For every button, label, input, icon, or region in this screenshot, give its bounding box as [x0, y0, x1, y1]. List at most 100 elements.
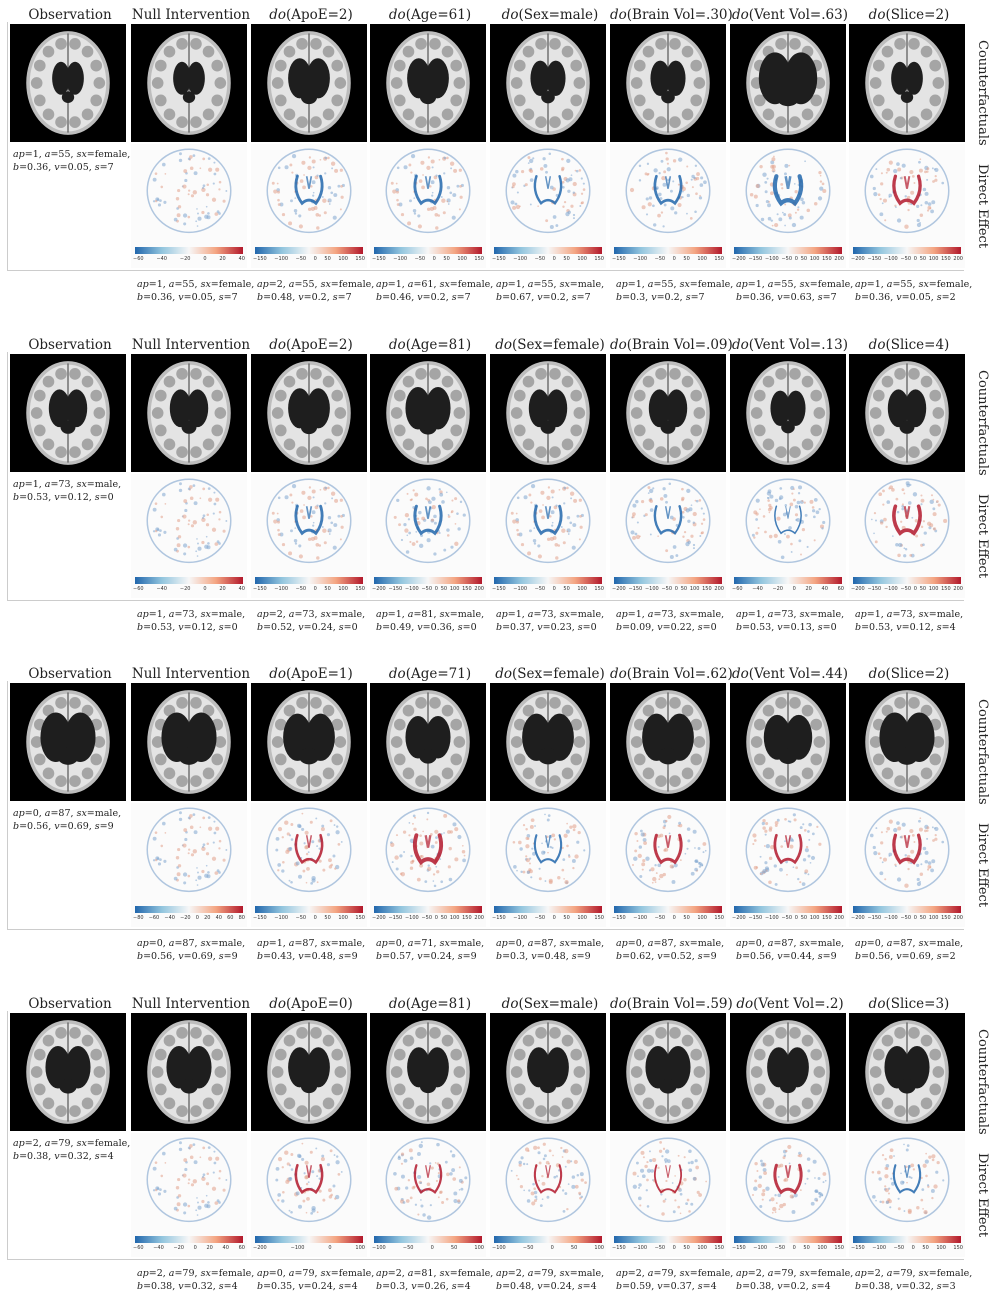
colorbar-tick-label: 0 [913, 915, 917, 921]
attribute-line: ap=1, a=55, sx=female, [855, 279, 973, 290]
colorbar-tick-label: −200 [372, 915, 386, 921]
colorbar-tick-label: 50 [563, 586, 570, 592]
intervention-label: (Brain Vol=.30) [626, 7, 733, 23]
brain-mri-slice [26, 690, 110, 794]
attribute-line: b=0.56, v=0.69, s=9 [13, 821, 114, 832]
counterfactual-attributes: ap=2, a=79, sx=female,b=0.38, v=0.32, s=… [855, 1267, 972, 1293]
colorbar-tick-label: 0 [313, 586, 317, 592]
colorbar-tick-label: −100 [872, 1245, 887, 1251]
colorbar-tick-label: −200 [851, 915, 865, 921]
colorbar-tick-label: −150 [253, 586, 267, 592]
colorbar-tick-label: −150 [867, 915, 882, 921]
do-operator: do [269, 996, 286, 1012]
do-operator: do [501, 7, 519, 23]
attribute-line: ap=2, a=79, sx=female, [13, 1138, 131, 1149]
colorbar-tick-label: 40 [222, 1245, 229, 1251]
row-label-direct-effect: Direct Effect [975, 1153, 990, 1238]
brain-mri-slice [626, 690, 710, 794]
attribute-line: b=0.53, v=0.12, s=4 [855, 622, 956, 633]
colorbar-tick-label: −150 [492, 586, 506, 592]
header-intervention: do(ApoE=1) [251, 663, 371, 685]
colorbar-tick-label: −150 [492, 256, 506, 262]
brain-mri-slice [386, 31, 470, 135]
intervention-label: (Vent Vol=.13) [748, 337, 848, 353]
counterfactual-image [730, 354, 846, 472]
colorbar-tick-label: −60 [133, 256, 144, 262]
colorbar [135, 577, 243, 584]
colorbar-tick-label: 0 [434, 915, 438, 921]
colorbar-tick-label: −100 [393, 256, 408, 262]
colorbar-tick-label: 150 [355, 256, 365, 262]
brain-mri-slice [147, 690, 231, 794]
attribute-line: b=0.53, v=0.13, s=0 [736, 622, 837, 633]
do-operator: do [868, 7, 886, 23]
attribute-line: b=0.38, v=0.32, s=4 [137, 1281, 238, 1292]
colorbar-tick-label: 150 [953, 1245, 963, 1251]
header-intervention: do(Vent Vol=.2) [730, 993, 850, 1015]
colorbar-tick-label: 50 [324, 915, 331, 921]
colorbar-tick-label: 20 [219, 586, 226, 592]
intervention-label: (Sex=male) [518, 7, 599, 23]
colorbar-tick-label: 0 [794, 256, 798, 262]
colorbar [494, 1236, 602, 1243]
header-intervention: do(ApoE=2) [251, 4, 371, 26]
colorbar-tick-label: 40 [821, 586, 828, 592]
do-operator: do [610, 666, 627, 682]
counterfactual-image [610, 1013, 726, 1131]
colorbar-tick-label: 100 [928, 586, 939, 592]
colorbar-tick-label: −100 [644, 586, 659, 592]
colorbar-tick-label: −150 [253, 915, 267, 921]
attribute-line: ap=1, a=55, sx=female, [616, 279, 734, 290]
colorbar-tick-label: 0 [552, 586, 556, 592]
effect-heatmap [505, 1137, 591, 1223]
observation-image [10, 1013, 126, 1131]
colorbar-tick-label: 150 [834, 1245, 844, 1251]
colorbar-tick-label: 200 [474, 586, 484, 592]
row-label-counterfactuals: Counterfactuals [975, 370, 990, 476]
colorbar-tick-label: −100 [883, 915, 898, 921]
do-operator: do [495, 666, 512, 682]
counterfactual-attributes: ap=1, a=55, sx=female,b=0.36, v=0.05, s=… [137, 278, 254, 304]
counterfactual-attributes: ap=1, a=55, sx=female,b=0.36, v=0.63, s=… [736, 278, 853, 304]
colorbar-tick-label: −80 [133, 915, 144, 921]
effect-heatmap [864, 807, 950, 893]
colorbar-tick-label: −100 [404, 586, 419, 592]
colorbar-tick-label: −150 [867, 256, 882, 262]
counterfactual-image [610, 24, 726, 142]
colorbar-tick-label: −200 [851, 256, 865, 262]
colorbar-tick-label: 50 [919, 256, 927, 262]
effect-heatmap [745, 1137, 831, 1223]
colorbar-tick-label: 20 [219, 256, 226, 262]
attribute-line: ap=0, a=71, sx=male, [376, 938, 485, 949]
brain-mri-slice [865, 361, 949, 465]
counterfactual-attributes: ap=2, a=55, sx=female,b=0.48, v=0.2, s=7 [257, 278, 374, 304]
colorbar-tick-label: −150 [851, 1245, 865, 1251]
attribute-line: b=0.38, v=0.32, s=3 [855, 1281, 956, 1292]
colorbar-tick-label: 50 [803, 1245, 810, 1251]
counterfactual-image [131, 1013, 247, 1131]
effect-heatmap [385, 478, 471, 564]
attribute-line: ap=0, a=87, sx=male, [855, 938, 964, 949]
effect-heatmap [745, 478, 831, 564]
colorbar-tick-label: −50 [900, 586, 912, 592]
do-operator: do [269, 337, 286, 353]
colorbar-tick-label: 100 [809, 915, 820, 921]
attribute-line: b=0.48, v=0.24, s=4 [496, 1281, 597, 1292]
brain-mri-slice [26, 31, 110, 135]
colorbar-tick-label: 150 [822, 256, 832, 262]
effect-heatmap [385, 148, 471, 234]
intervention-label: (Sex=female) [511, 337, 605, 353]
intervention-label: (Age=81) [405, 337, 472, 353]
counterfactual-image [730, 1013, 846, 1131]
